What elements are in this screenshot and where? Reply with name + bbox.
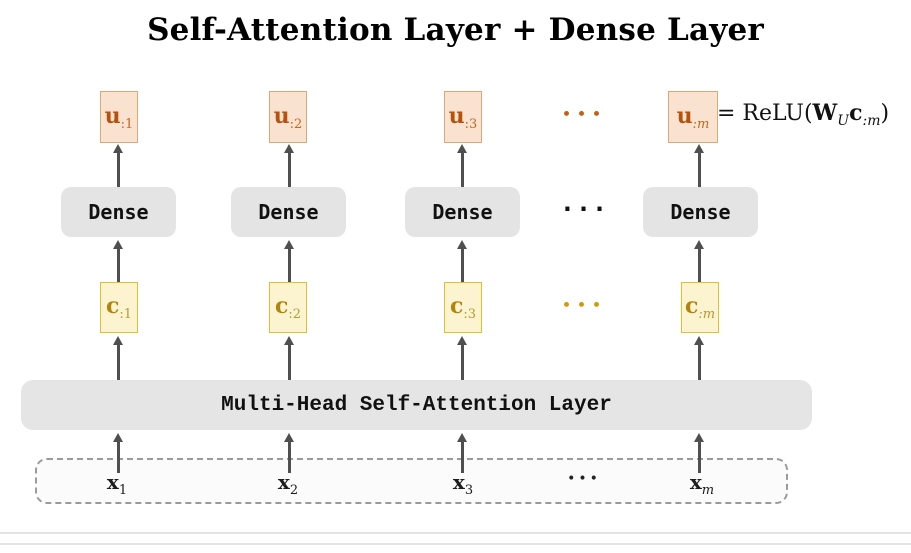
equation-c-vector: c: [849, 100, 863, 126]
arrow-xm-to-bar: [694, 433, 704, 473]
cm-vector-box: c:m: [681, 282, 719, 333]
x1-label: x1: [82, 470, 152, 498]
arrow-dense1-to-u1: [113, 144, 123, 187]
dense3-label: Dense: [432, 200, 493, 224]
c-row-ellipsis: •••: [561, 296, 607, 316]
um-vector-box: u:m: [668, 91, 718, 143]
c2-vector-box: c:2: [269, 282, 307, 333]
page-edge-line-bottom: [0, 543, 911, 545]
densem-label: Dense: [670, 200, 731, 224]
c1-vector-box: c:1: [100, 282, 138, 333]
arrow-x3-to-bar: [457, 433, 467, 473]
xm-label: xm: [667, 470, 737, 498]
arrow-x1-to-bar: [113, 433, 123, 473]
arrow-dense3-to-u3: [457, 144, 467, 187]
x2-subscript: 2: [289, 483, 299, 498]
equation-c-subscript: :m: [862, 113, 881, 129]
u3-label: u:3: [449, 103, 478, 132]
c1-subscript: :1: [119, 307, 133, 322]
um-label: u:m: [677, 103, 710, 132]
u2-label: u:2: [274, 103, 303, 132]
x1-base: x: [106, 470, 119, 494]
equation-weight-subscript: U: [837, 113, 850, 129]
dense2-label: Dense: [258, 200, 319, 224]
u1-vector-box: u:1: [100, 91, 138, 143]
um-subscript: :m: [692, 116, 710, 132]
xm-base: x: [689, 470, 702, 494]
u3-base: u: [448, 102, 465, 129]
x2-base: x: [277, 470, 290, 494]
x-row-ellipsis: •••: [567, 471, 601, 487]
equation-prefix: = ReLU(: [717, 101, 813, 126]
u2-vector-box: u:2: [269, 91, 307, 143]
u3-vector-box: u:3: [444, 91, 482, 143]
xm-subscript: m: [701, 483, 715, 498]
multi-head-self-attention-bar: Multi-Head Self-Attention Layer: [21, 380, 812, 430]
u-row-ellipsis: •••: [561, 105, 607, 125]
page-edge-line-top: [0, 532, 911, 534]
equation-weight-matrix: W: [812, 100, 838, 126]
u2-subscript: :2: [289, 116, 303, 132]
u2-base: u: [273, 102, 290, 129]
diagram-title: Self-Attention Layer + Dense Layer: [147, 12, 764, 48]
c1-label: c:1: [106, 293, 132, 322]
c2-base: c: [274, 293, 289, 319]
cm-base: c: [684, 293, 699, 319]
x3-subscript: 3: [464, 483, 474, 498]
arrow-c3-to-dense3: [457, 240, 467, 282]
arrow-cm-to-densem: [694, 240, 704, 282]
arrow-bar-to-c2: [284, 336, 294, 380]
x3-base: x: [452, 470, 465, 494]
x3-label: x3: [428, 470, 498, 498]
arrow-dense2-to-u2: [284, 144, 294, 187]
input-sequence-container: [35, 458, 788, 504]
x2-label: x2: [253, 470, 323, 498]
dense3-block: Dense: [405, 187, 520, 237]
c3-base: c: [449, 293, 464, 319]
dense-row-ellipsis: ...: [559, 188, 609, 217]
dense2-block: Dense: [231, 187, 346, 237]
c3-vector-box: c:3: [444, 282, 482, 333]
c3-label: c:3: [450, 293, 476, 322]
arrow-densem-to-um: [694, 144, 704, 187]
dense1-block: Dense: [61, 187, 176, 237]
cm-label: c:m: [685, 293, 715, 322]
arrow-c1-to-dense1: [113, 240, 123, 282]
u1-label: u:1: [105, 103, 134, 132]
u1-subscript: :1: [120, 116, 134, 132]
dense1-label: Dense: [88, 200, 149, 224]
densem-block: Dense: [643, 187, 758, 237]
um-equation: = ReLU(WUc:m): [717, 100, 889, 129]
c2-subscript: :2: [288, 307, 302, 322]
c2-label: c:2: [275, 293, 301, 322]
attention-bar-label: Multi-Head Self-Attention Layer: [221, 393, 612, 417]
u3-subscript: :3: [464, 116, 478, 132]
arrow-bar-to-cm: [694, 336, 704, 380]
c3-subscript: :3: [463, 307, 477, 322]
u1-base: u: [104, 102, 121, 129]
arrow-bar-to-c1: [113, 336, 123, 380]
equation-close-paren: ): [880, 101, 890, 126]
arrow-c2-to-dense2: [284, 240, 294, 282]
arrow-x2-to-bar: [284, 433, 294, 473]
arrow-bar-to-c3: [457, 336, 467, 380]
cm-subscript: :m: [698, 307, 716, 322]
um-base: u: [676, 102, 693, 129]
x1-subscript: 1: [118, 483, 128, 498]
c1-base: c: [105, 293, 120, 319]
